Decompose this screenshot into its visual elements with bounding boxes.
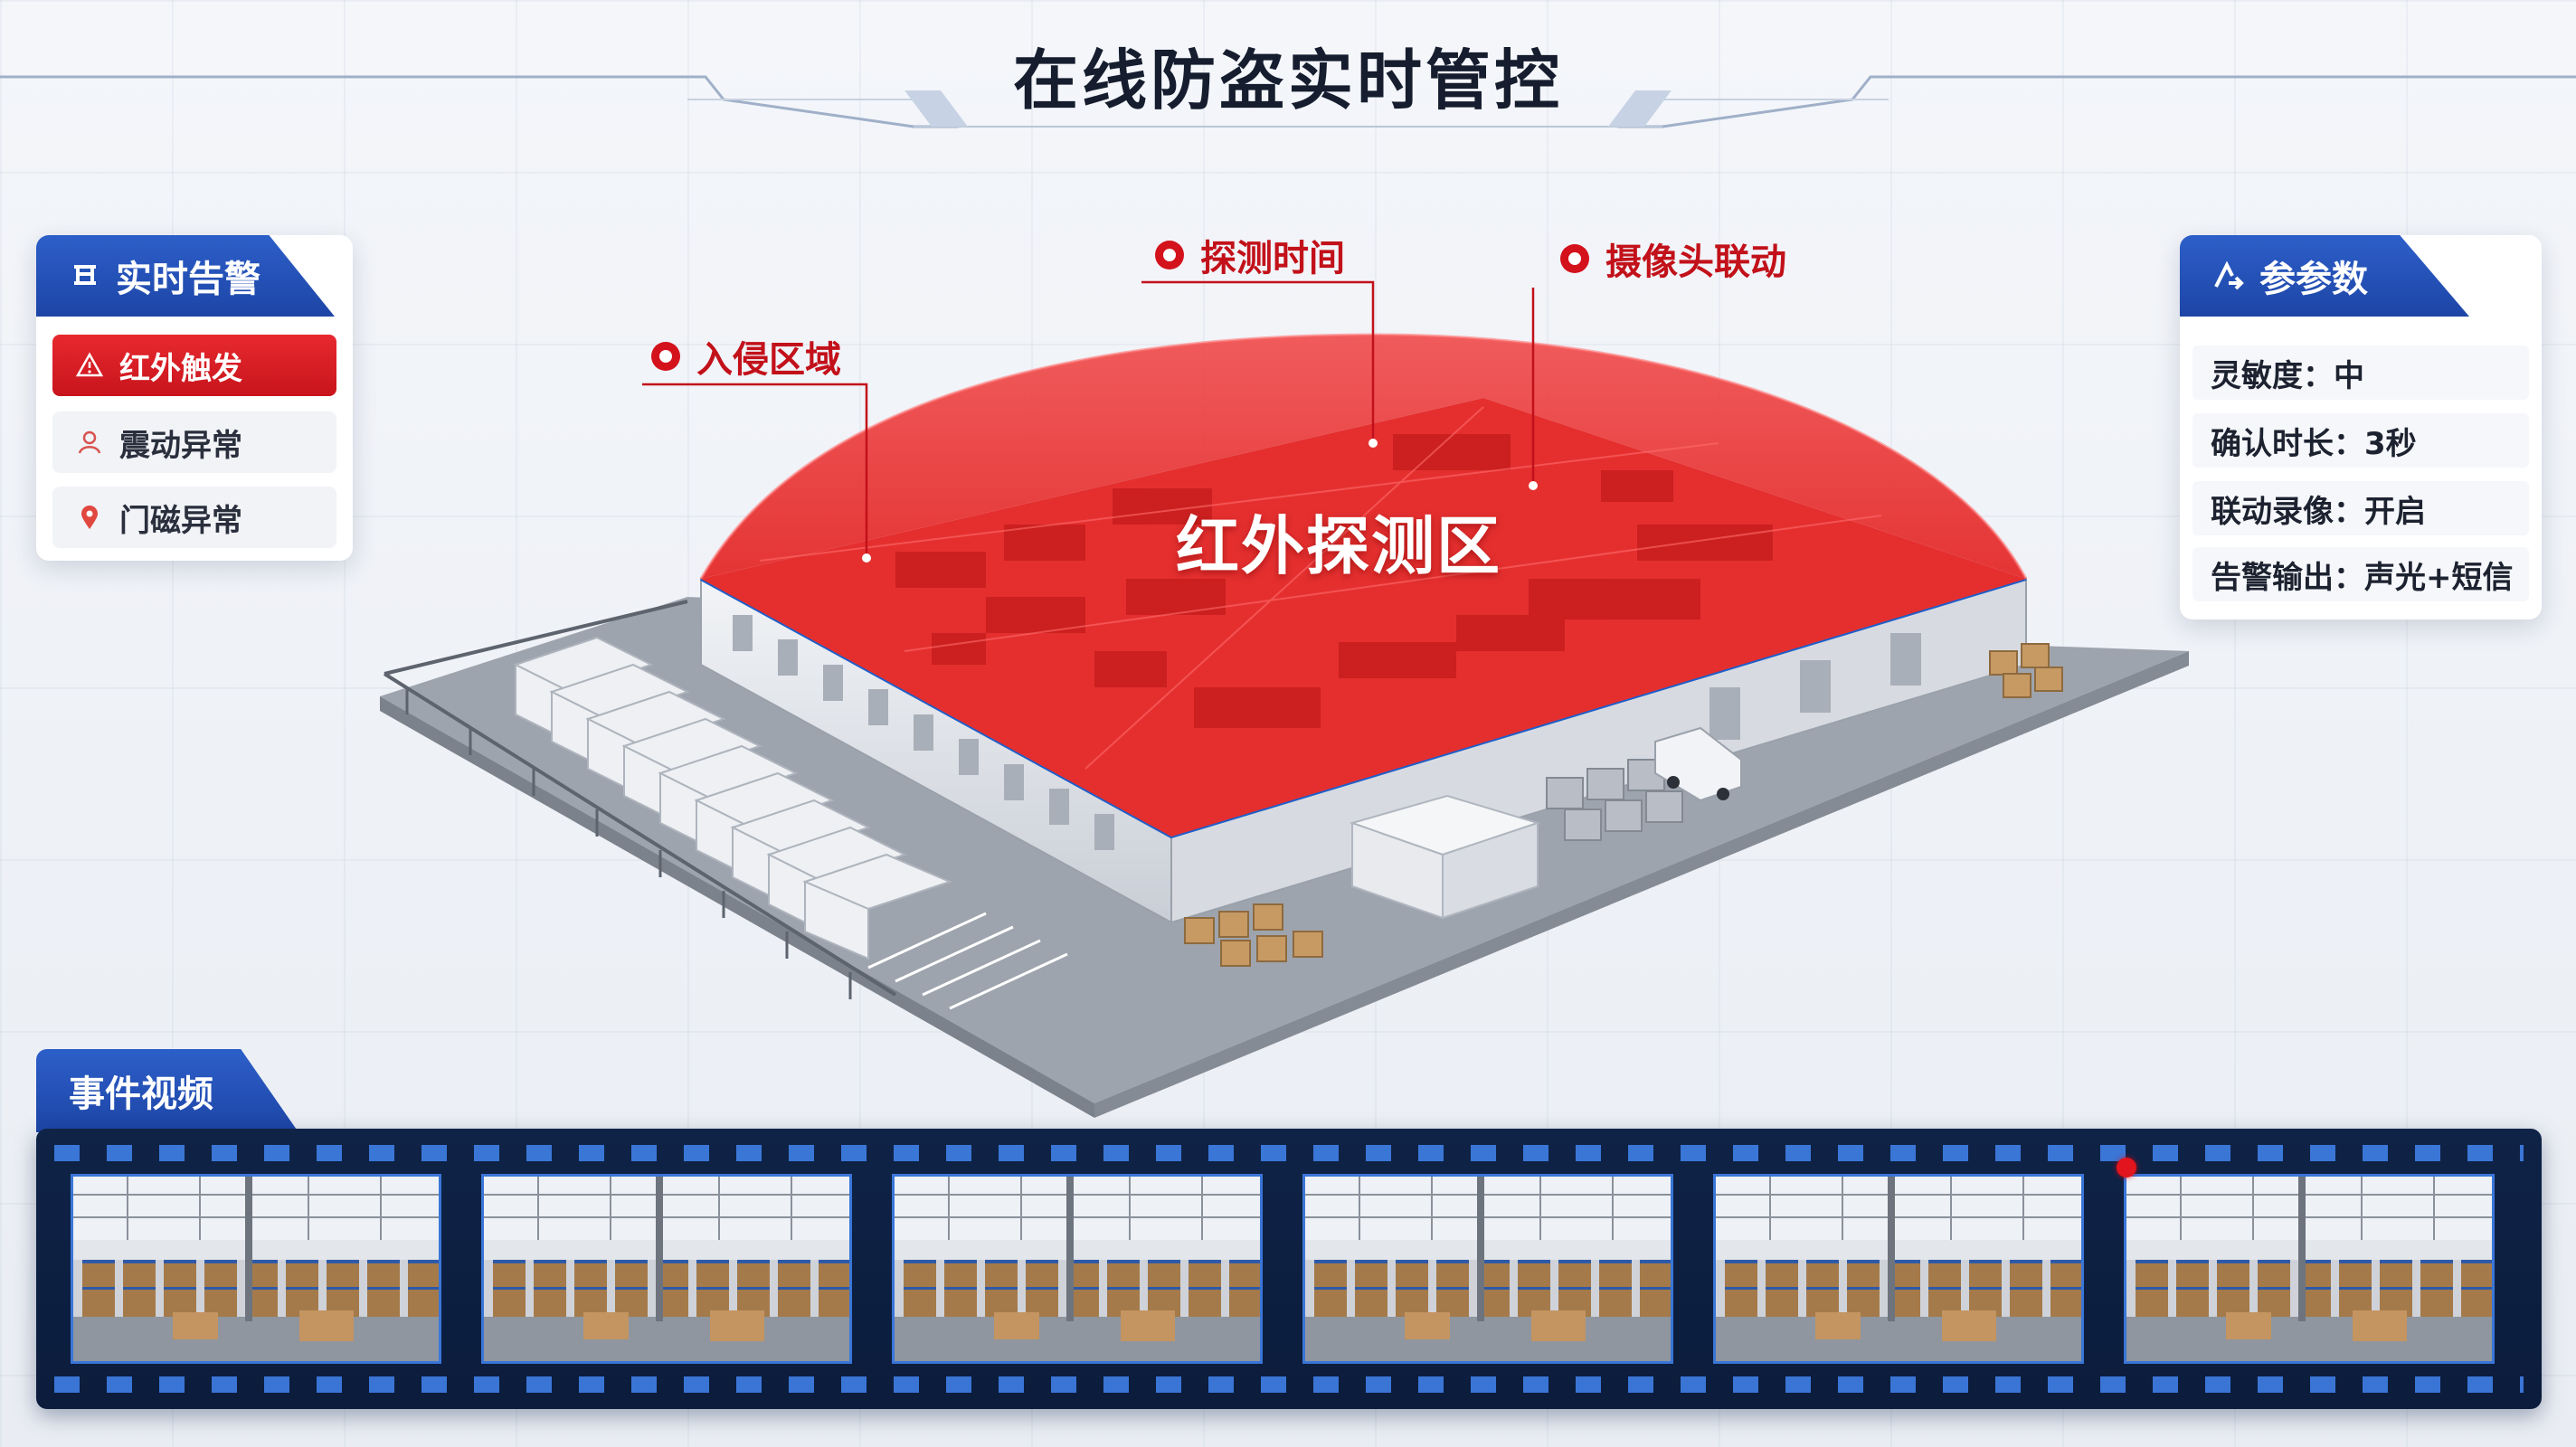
param-linked-recording: 联动录像：开启 <box>2192 481 2529 535</box>
page-title: 在线防盗实时管控 <box>1012 43 1563 118</box>
video-frame-3[interactable] <box>892 1174 1263 1364</box>
warehouse-interior-thumbnail <box>2126 1177 2492 1361</box>
warehouse-interior-thumbnail <box>1716 1177 2081 1361</box>
param-panel-title: 参参数 <box>2259 259 2368 300</box>
alert-item-infrared[interactable]: 红外触发 <box>52 335 336 396</box>
alert-item-vibration[interactable]: 震动异常 <box>52 411 336 473</box>
infrared-detection-dome <box>701 335 2026 579</box>
video-frame-4[interactable] <box>1302 1174 1673 1364</box>
param-alarm-output: 告警输出：声光+短信 <box>2192 547 2529 601</box>
shipping-container <box>1349 794 1541 920</box>
alert-panel-header: 实时告警 <box>36 235 335 317</box>
warehouse-scene <box>380 280 2189 1118</box>
realtime-alert-panel: 实时告警 红外触发 震动异常 门磁异常 <box>36 235 353 561</box>
film-perforation-top <box>54 1145 2524 1161</box>
warehouse-interior-thumbnail <box>484 1177 849 1361</box>
warehouse-interior-thumbnail <box>73 1177 439 1361</box>
alert-item-label: 红外触发 <box>119 350 242 387</box>
settings-arrow-icon <box>2214 260 2244 290</box>
callout-camera-linkage[interactable]: 摄像头联动 <box>1560 232 1786 285</box>
fence <box>384 600 688 676</box>
marker-icon <box>651 342 680 371</box>
video-frame-2[interactable] <box>481 1174 852 1364</box>
location-pin-icon <box>81 506 98 529</box>
marker-icon <box>1560 244 1589 273</box>
callout-detection-time[interactable]: 探测时间 <box>1155 229 1345 281</box>
video-frame-1[interactable] <box>71 1174 441 1364</box>
warehouse-interior-thumbnail <box>895 1177 1260 1361</box>
param-confirm-duration: 确认时长：3秒 <box>2192 413 2529 468</box>
warehouse-roof <box>701 398 2026 837</box>
callout-label: 探测时间 <box>1200 238 1345 279</box>
callout-leaders <box>642 280 1535 556</box>
alert-item-label: 门磁异常 <box>119 502 242 539</box>
title-decoration <box>0 75 2576 128</box>
alert-panel-title: 实时告警 <box>116 259 260 300</box>
person-icon <box>78 430 101 454</box>
alert-item-label: 震动异常 <box>119 427 242 464</box>
recording-indicator-icon <box>2117 1158 2136 1177</box>
container-row <box>513 636 952 960</box>
warehouse-interior-thumbnail <box>1305 1177 1671 1361</box>
event-video-header: 事件视频 <box>36 1049 298 1132</box>
parking-lines <box>867 912 1068 1010</box>
callout-label: 摄像头联动 <box>1605 241 1786 283</box>
marker-icon <box>1155 241 1184 270</box>
stacked-goods <box>1546 759 1683 841</box>
video-frame-6[interactable] <box>2124 1174 2495 1364</box>
warning-triangle-icon <box>76 352 103 377</box>
parameter-panel: 参参数 灵敏度：中 确认时长：3秒 联动录像：开启 告警输出：声光+短信 <box>2180 235 2542 619</box>
alert-item-door-sensor[interactable]: 门磁异常 <box>52 487 336 548</box>
header: 在线防盗实时管控 <box>0 0 2576 136</box>
param-sensitivity: 灵敏度：中 <box>2192 345 2529 400</box>
pallets <box>1184 643 2063 967</box>
alarm-icon <box>74 265 96 285</box>
zone-label: 红外探测区 <box>1176 509 1501 583</box>
event-video-title: 事件视频 <box>69 1073 213 1115</box>
video-frame-5[interactable] <box>1713 1174 2084 1364</box>
delivery-van <box>1654 726 1742 802</box>
film-perforation-bottom <box>54 1376 2524 1393</box>
callout-intrusion-area[interactable]: 入侵区域 <box>651 330 841 383</box>
event-video-filmstrip <box>36 1129 2542 1409</box>
callout-label: 入侵区域 <box>696 339 841 381</box>
param-panel-header: 参参数 <box>2180 235 2469 317</box>
